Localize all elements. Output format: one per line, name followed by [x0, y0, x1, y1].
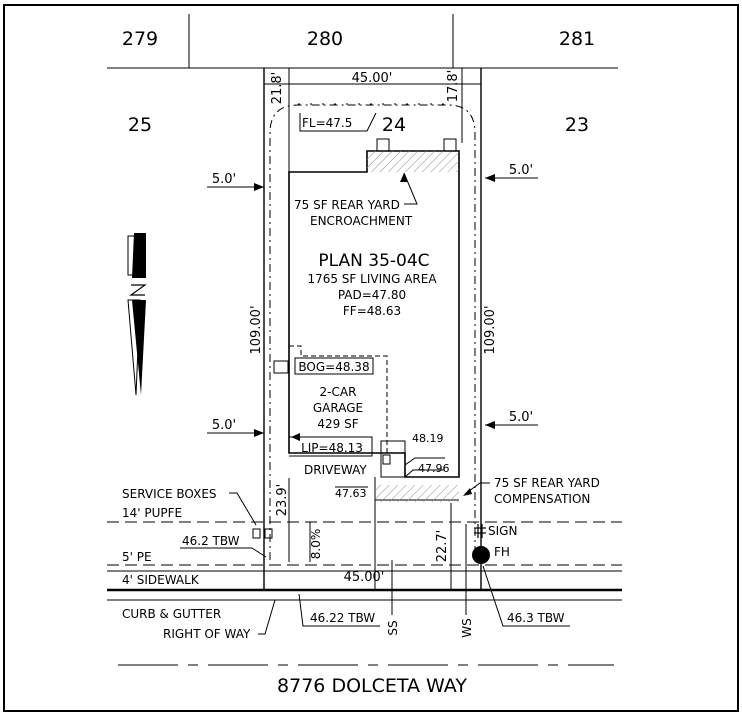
- ff-elevation-label: FF=48.63: [343, 304, 401, 318]
- front-setback-left: 23.9': [275, 484, 290, 517]
- garage-outline: [289, 345, 388, 453]
- front-setback-dimensions: [288, 478, 452, 590]
- north-arrow-icon: [127, 233, 147, 396]
- tbw-left-bottom: 46.22 TBW: [310, 611, 375, 625]
- elevation-47-63: 47.63: [335, 487, 367, 500]
- encroachment-line2: ENCROACHMENT: [310, 214, 413, 228]
- right-depth-label: 109.00': [483, 305, 498, 354]
- encroachment-line1: 75 SF REAR YARD: [294, 198, 400, 212]
- side-setback-top-left: 5.0': [212, 172, 236, 187]
- tbw-left-top: 46.2 TBW: [182, 534, 240, 548]
- front-width-label: 45.00': [344, 570, 385, 585]
- side-utility-box: [273, 360, 289, 374]
- street-name: 8776 DOLCETA WAY: [277, 675, 467, 697]
- drawing-border: [3, 4, 739, 712]
- setback-envelope: [269, 104, 476, 560]
- water-label: WS: [460, 618, 474, 637]
- elevation-47-96: 47.96: [418, 462, 450, 475]
- garage-line2: GARAGE: [313, 401, 363, 415]
- elevation-48-19: 48.19: [412, 432, 444, 445]
- lot-23-label: 23: [565, 114, 589, 136]
- curb-gutter-label: CURB & GUTTER: [122, 607, 221, 621]
- driveway-slope-label: 8.0%: [309, 529, 323, 560]
- fl-elevation-label: FL=47.5: [302, 116, 352, 130]
- service-box-right-icon: [264, 528, 273, 539]
- garage-area-label: 429 SF: [317, 417, 358, 431]
- bog-box: [294, 357, 374, 375]
- pad-elevation-label: PAD=47.80: [338, 288, 406, 302]
- right-of-way-label: RIGHT OF WAY: [163, 627, 251, 641]
- tbw-right: 46.3 TBW: [507, 611, 565, 625]
- sidewalk-label: 4' SIDEWALK: [122, 573, 200, 587]
- encroachment-hatch: [367, 151, 459, 172]
- rear-ac-box: [443, 138, 457, 152]
- sign-label: SIGN: [488, 524, 517, 538]
- service-box-left-icon: [252, 528, 261, 539]
- rear-right-setback-label: 17.8': [446, 70, 461, 103]
- compensation-line2: COMPENSATION: [494, 492, 590, 506]
- adjacent-rear-lots: [107, 14, 618, 69]
- fire-hydrant-icon: [472, 546, 490, 564]
- lot-280-label: 280: [307, 28, 343, 50]
- easement-lines: [107, 521, 622, 601]
- side-setback-bottom-left: 5.0': [212, 418, 236, 433]
- rear-setback-dimensions: [288, 68, 463, 172]
- utility-laterals: [374, 500, 467, 615]
- lot-279-label: 279: [122, 28, 158, 50]
- living-area-label: 1765 SF LIVING AREA: [307, 272, 437, 286]
- side-setback-top-right: 5.0': [509, 163, 533, 178]
- sewer-label: SS: [386, 620, 400, 635]
- lot-281-label: 281: [559, 28, 595, 50]
- rear-utility-box: [376, 138, 390, 152]
- pe-label: 5' PE: [122, 550, 152, 564]
- pupfe-label: 14' PUPFE: [122, 506, 182, 520]
- bog-elevation-label: BOG=48.38: [298, 360, 369, 374]
- service-boxes-label: SERVICE BOXES: [122, 487, 217, 501]
- side-setback-bottom-right: 5.0': [509, 410, 533, 425]
- left-depth-label: 109.00': [249, 305, 264, 354]
- rear-width-label: 45.00': [352, 71, 393, 86]
- lot-25-label: 25: [128, 114, 152, 136]
- plan-title: PLAN 35-04C: [318, 251, 429, 271]
- lip-elevation-label: LIP=48.13: [301, 441, 363, 455]
- garage-line1: 2-CAR: [320, 385, 357, 399]
- fire-hydrant-label: FH: [494, 545, 510, 559]
- lot-24-label: 24: [382, 114, 406, 136]
- front-setback-right: 22.7': [435, 530, 450, 563]
- driveway-label: DRIVEWAY: [304, 463, 367, 477]
- compensation-hatch: [375, 485, 459, 502]
- compensation-line1: 75 SF REAR YARD: [494, 476, 600, 490]
- rear-left-setback-label: 21.8': [270, 72, 285, 105]
- lot-lines: [263, 68, 482, 590]
- sign-icon: [474, 524, 486, 538]
